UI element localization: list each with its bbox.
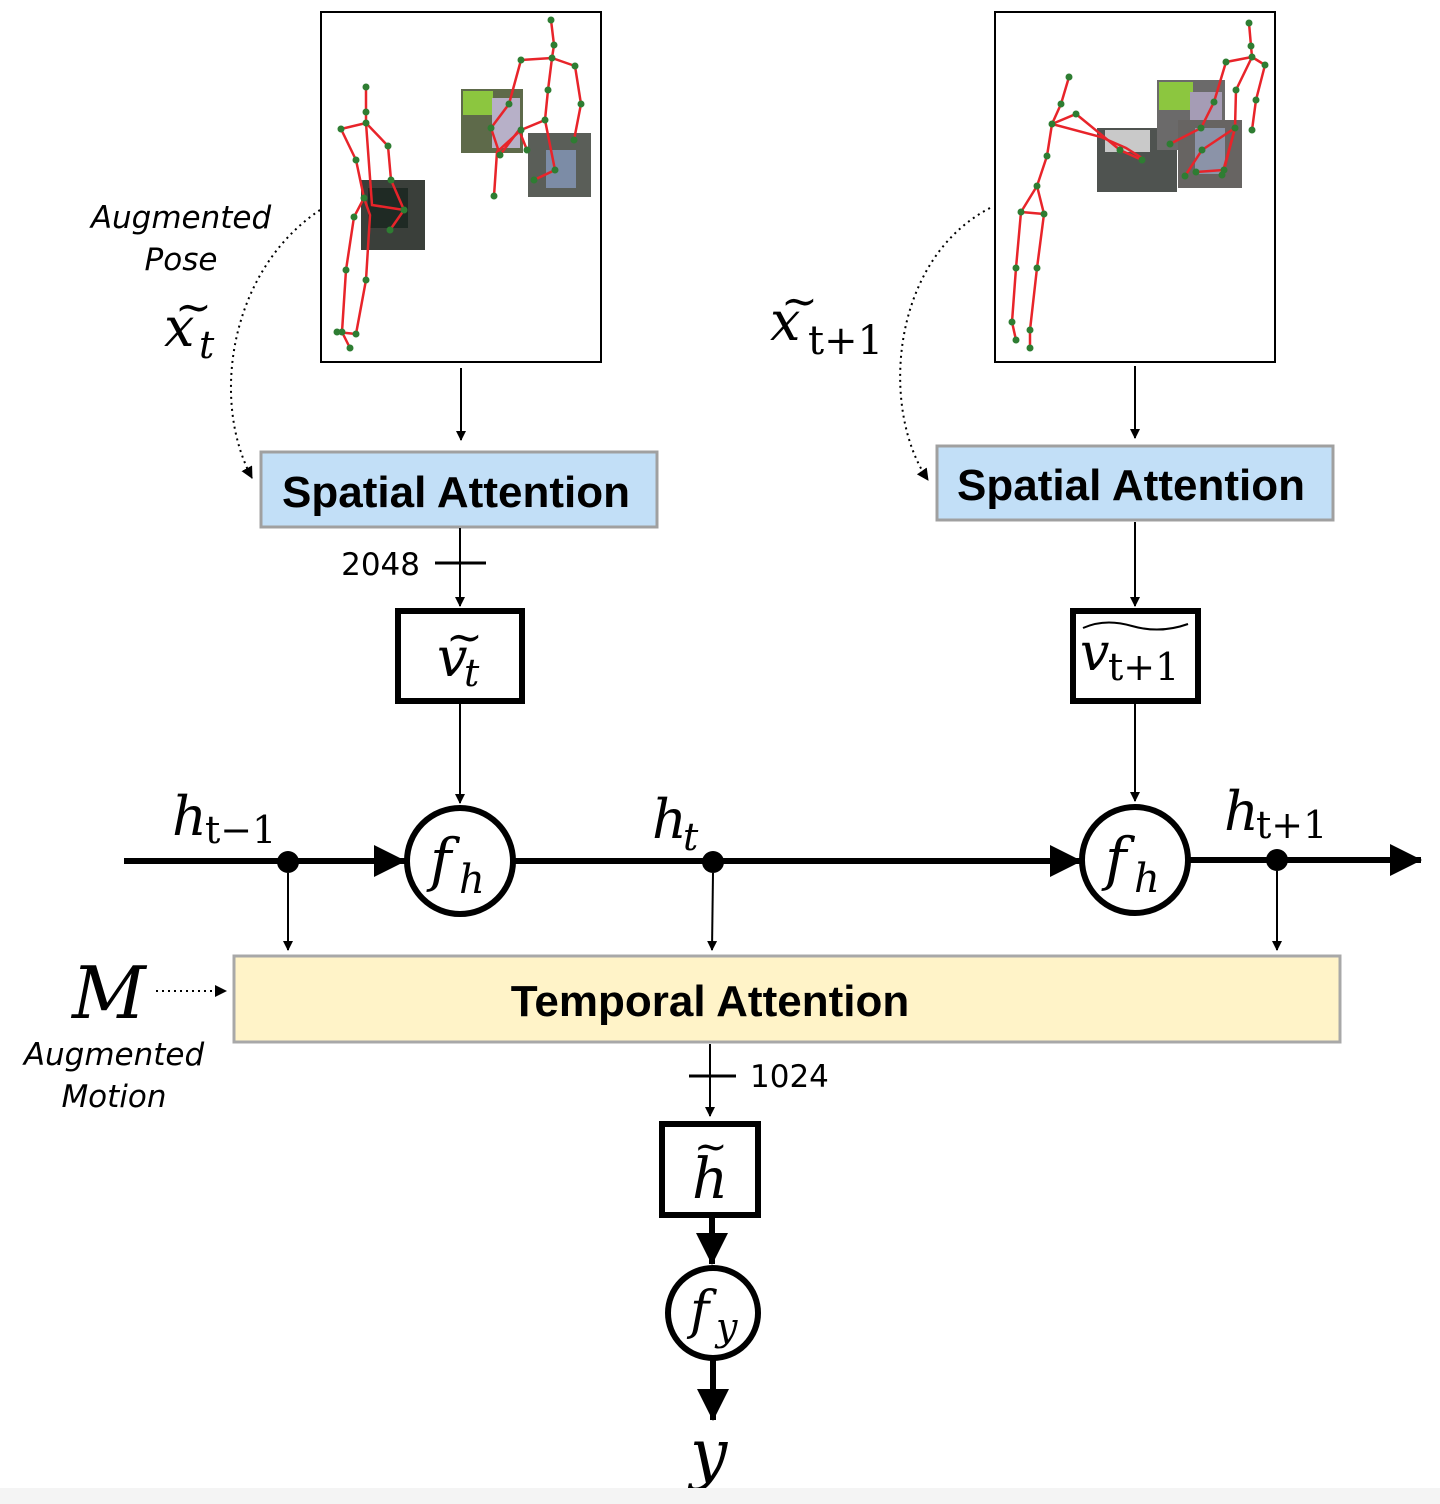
spatial-attention-right-label: Spatial Attention <box>957 461 1305 510</box>
x-t1-sub: t+1 <box>808 318 883 364</box>
skeleton-joints-1 <box>333 83 408 352</box>
x-t-sub: t <box>199 323 215 367</box>
node-h-t1 <box>1266 849 1288 871</box>
h-t1-base: h <box>1224 780 1259 843</box>
skeleton-joints-4 <box>1166 19 1269 180</box>
h-tm1-base: h <box>172 785 207 848</box>
tilde-icon: ~ <box>781 276 818 327</box>
v-t1-sub: t+1 <box>1108 645 1179 689</box>
v-t-base: v <box>437 626 468 689</box>
image-patches-t <box>361 89 591 250</box>
spatial-attention-right-box <box>935 444 1335 522</box>
label-h-tm1: h t−1 <box>172 785 276 852</box>
spatial-attention-left: Spatial Attention <box>259 450 659 529</box>
v-t-box: v ~ t <box>395 608 525 704</box>
v-t1-base: v <box>1080 623 1109 683</box>
fh-node-left: f h <box>404 805 516 917</box>
node-h-t <box>702 851 724 873</box>
node-h-tm1 <box>277 851 299 873</box>
temporal-attention-label: Temporal Attention <box>511 977 909 1026</box>
fh-left-sub: h <box>459 857 485 903</box>
h-t1-sub: t+1 <box>1256 803 1327 847</box>
dim-label-2048: 2048 <box>341 547 420 583</box>
temporal-attention: Temporal Attention <box>232 954 1342 1044</box>
h-t-base: h <box>652 788 687 851</box>
augmented-pose-line1: Augmented <box>89 200 272 236</box>
skeleton-joints-2 <box>487 16 585 200</box>
x-t-base: x <box>164 296 194 359</box>
dim-label-1024: 1024 <box>750 1059 829 1095</box>
symbol-x-t: x ~ t <box>164 282 215 367</box>
x-t1-base: x <box>770 290 800 353</box>
symbol-x-t1: x ~ t+1 <box>770 276 883 364</box>
label-h-t: h t <box>652 788 699 859</box>
pose-frame-t1 <box>994 11 1276 363</box>
symbol-y: y <box>687 1415 728 1492</box>
tilde-icon: ~ <box>694 1124 728 1170</box>
skeleton-joints-3 <box>1008 73 1146 352</box>
spatial-attention-left-box <box>259 450 659 529</box>
h-t-sub: t <box>683 815 699 859</box>
symbol-M: M <box>70 951 148 1035</box>
augmented-pose-line2: Pose <box>145 242 218 278</box>
tilde-icon: ~ <box>446 612 483 663</box>
arrow-h-t-to-ta <box>707 872 718 951</box>
augmented-motion-line1: Augmented <box>22 1037 205 1073</box>
pose-dotted-arrow-right <box>899 207 991 481</box>
pose-frame-t <box>320 11 602 363</box>
spatial-attention-right: Spatial Attention <box>935 444 1335 522</box>
h-tm1-sub: t−1 <box>205 808 276 852</box>
temporal-attention-box <box>232 954 1342 1044</box>
image-patches-t1 <box>1097 80 1242 192</box>
v-t-sub: t <box>464 651 480 695</box>
bottom-strip <box>0 1488 1440 1504</box>
fh-node-right: f h <box>1079 804 1191 916</box>
fh-right-sub: h <box>1134 856 1160 902</box>
fy-sub: y <box>714 1305 738 1349</box>
augmented-motion-line2: Motion <box>61 1079 166 1115</box>
tilde-icon: ~ <box>175 282 212 333</box>
h-tilde-base: h <box>692 1147 728 1212</box>
h-tilde-box: h ~ <box>659 1121 761 1218</box>
spatial-attention-left-label: Spatial Attention <box>282 468 630 517</box>
v-t1-box: v t+1 <box>1070 608 1201 704</box>
label-h-t1: h t+1 <box>1224 780 1327 847</box>
wide-tilde-icon <box>1082 621 1189 631</box>
fy-node: f y <box>665 1265 761 1361</box>
pose-dotted-arrow-left <box>230 209 321 479</box>
